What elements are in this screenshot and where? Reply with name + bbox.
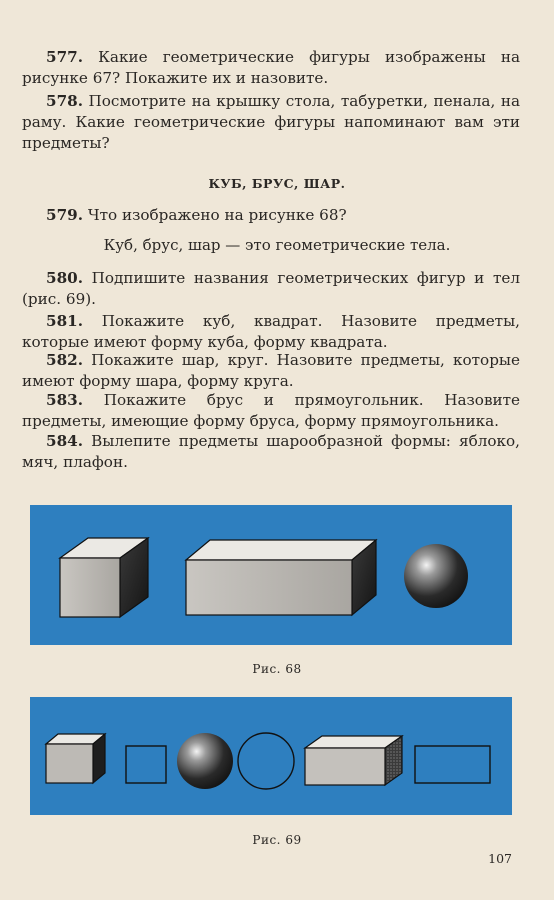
exercise-number: 581. [46,312,83,330]
exercise-584: 584. Вылепите предметы шарообразной форм… [22,431,520,473]
rectangular-prism-shape [184,538,378,617]
exercise-text: Что изображено на рисунке 68? [87,206,347,224]
exercise-number: 580. [46,269,83,287]
exercise-577: 577. Какие геометрические фигуры изображ… [22,47,520,89]
exercise-580: 580. Подпишите названия геометрических ф… [22,268,520,310]
exercise-number: 584. [46,432,83,450]
exercise-583: 583. Покажите брус и прямоугольник. Назо… [22,390,520,432]
sphere-shape [177,733,233,789]
circle-shape [237,732,295,790]
exercise-text: Покажите шар, круг. Назовите предметы, к… [22,351,520,390]
figure-background [30,697,512,815]
rectangle-shape [414,745,491,784]
exercise-581: 581. Покажите куб, квадрат. Назовите пре… [22,311,520,353]
exercise-number: 578. [46,92,83,110]
exercise-579: 579. Что изображено на рисунке 68? [22,205,520,226]
exercise-578: 578. Посмотрите на крышку стола, табурет… [22,91,520,154]
exercise-text: Покажите брус и прямоугольник. Назовите … [22,391,521,430]
figure-69-caption: Рис. 69 [252,833,302,847]
rectangular-prism-shape [303,734,404,787]
figure-68 [30,505,512,645]
exercise-582: 582. Покажите шар, круг. Назовите предме… [22,350,520,392]
cube-shape [58,536,150,619]
section-title: КУБ, БРУС, ШАР. [208,176,346,191]
exercise-text: Покажите куб, квадрат. Назовите предметы… [22,312,520,351]
definition-text: Куб, брус, шар — это геометрические тела… [103,236,451,254]
sphere-shape [404,544,468,608]
exercise-text: Посмотрите на крышку стола, табуретки, п… [22,92,520,152]
figure-69 [30,697,512,815]
exercise-number: 583. [46,391,83,409]
exercise-number: 577. [46,48,83,66]
exercise-text: Подпишите названия геометрических фигур … [22,269,520,308]
figure-68-caption: Рис. 68 [252,662,302,676]
page-number: 107 [488,851,512,866]
square-shape [125,745,167,784]
exercise-text: Какие геометрические фигуры изображены н… [22,48,520,87]
exercise-text: Вылепите предметы шарообразной формы: яб… [22,432,520,471]
exercise-number: 579. [46,206,83,224]
cube-shape [44,732,107,785]
exercise-number: 582. [46,351,83,369]
